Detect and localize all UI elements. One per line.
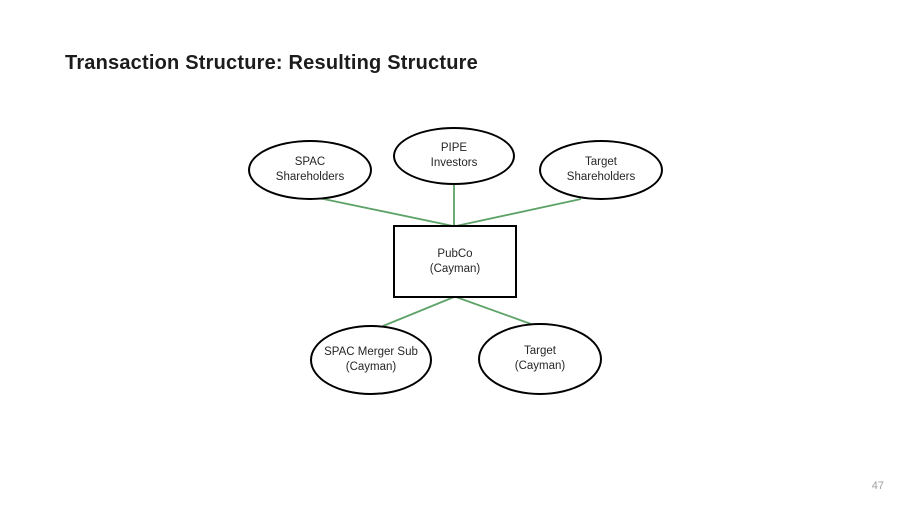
node-pipe-investors: PIPE Investors: [393, 127, 515, 185]
node-label: PubCo: [437, 247, 473, 260]
node-spac-shareholders: SPAC Shareholders: [248, 140, 372, 200]
node-label: Target: [524, 345, 556, 357]
node-label: Shareholders: [275, 171, 345, 183]
node-label: Target: [585, 156, 617, 168]
node-label: Investors: [430, 157, 478, 169]
page-title: Transaction Structure: Resulting Structu…: [65, 52, 478, 74]
edge-pubco-spac-merger-sub: [382, 296, 455, 327]
node-pubco: PubCo (Cayman): [393, 225, 517, 298]
page-number: 47: [871, 480, 884, 492]
node-label: (Cayman): [429, 262, 481, 275]
node-label: SPAC: [294, 156, 326, 168]
edge-spac-shareholders-pubco: [313, 196, 454, 227]
node-label: PIPE: [440, 142, 468, 154]
node-label: Shareholders: [566, 171, 636, 183]
node-label: (Cayman): [514, 360, 566, 372]
node-label: SPAC Merger Sub: [324, 346, 418, 358]
edge-pubco-target: [455, 296, 532, 325]
node-target: Target (Cayman): [478, 323, 602, 395]
node-target-shareholders: Target Shareholders: [539, 140, 663, 200]
node-spac-merger-sub: SPAC Merger Sub (Cayman): [310, 325, 432, 395]
edge-target-shareholders-pubco: [455, 198, 582, 227]
node-label: (Cayman): [345, 361, 397, 373]
